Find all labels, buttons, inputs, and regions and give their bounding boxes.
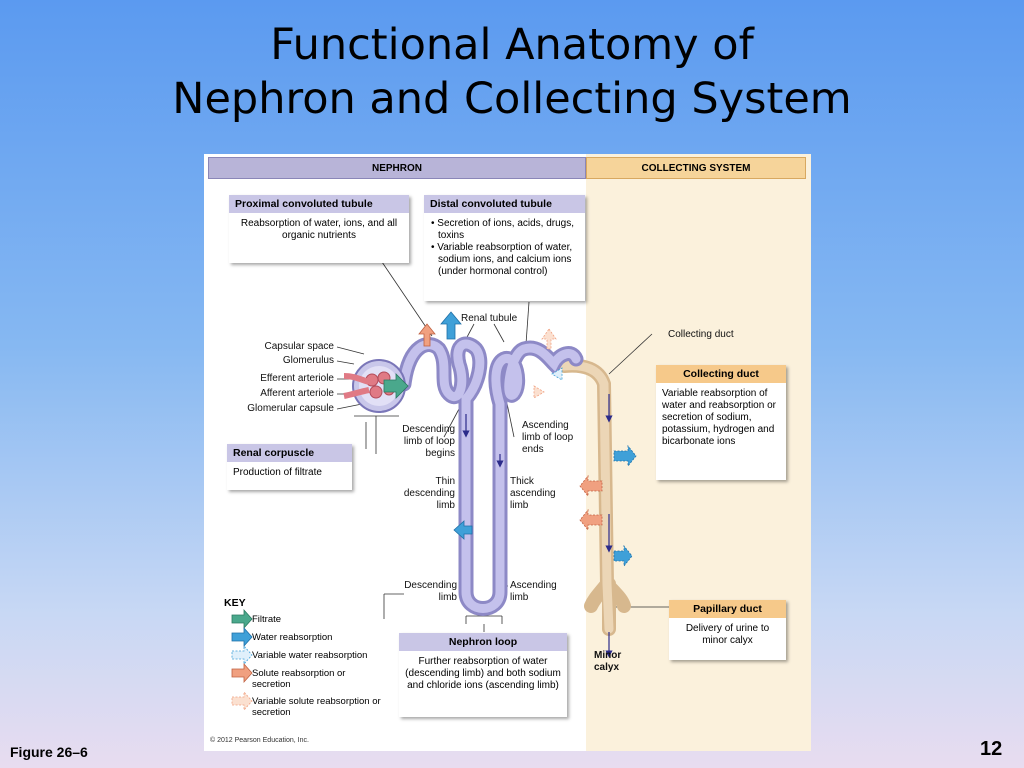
- nephron-loop-box: Nephron loop Further reabsorption of wat…: [399, 633, 567, 717]
- key-icons: [231, 608, 253, 712]
- nephron-loop-title: Nephron loop: [399, 633, 567, 651]
- copyright: © 2012 Pearson Education, Inc.: [210, 737, 309, 744]
- label-descending-limb: Descending limb: [404, 580, 457, 603]
- nephron-figure: NEPHRON COLLECTING SYSTEM: [204, 154, 811, 751]
- key-item-variable-solute: Variable solute reabsorption or secretio…: [252, 696, 381, 718]
- nephron-header: NEPHRON: [208, 157, 586, 179]
- label-afferent-arteriole: Afferent arteriole: [260, 388, 334, 399]
- label-descending-limb-begins: Descending limb of loop begins: [402, 424, 455, 459]
- pct-title: Proximal convoluted tubule: [229, 195, 409, 213]
- page-number: 12: [980, 738, 1003, 760]
- renal-corpuscle-box: Renal corpuscle Production of filtrate: [227, 444, 352, 490]
- dct-bullet-1: Secretion of ions, acids, drugs, toxins: [437, 218, 579, 242]
- label-renal-tubule: Renal tubule: [461, 313, 518, 324]
- label-ascending-limb-ends: Ascending limb of loop ends: [522, 420, 574, 455]
- label-thin-descending: Thin descending limb: [403, 476, 455, 511]
- collecting-duct-body: Variable reabsorption of water and reabs…: [662, 388, 776, 447]
- nephron-header-text: NEPHRON: [371, 162, 422, 174]
- label-minor-calyx: Minor calyx: [594, 650, 622, 673]
- label-glomerulus: Glomerulus: [282, 355, 334, 366]
- key-legend: KEY: [224, 598, 389, 609]
- dct-box: Distal convoluted tubule Secretion of io…: [424, 195, 585, 301]
- renal-corpuscle-title: Renal corpuscle: [227, 444, 352, 462]
- slide-title: Functional Anatomy of Nephron and Collec…: [0, 18, 1024, 126]
- key-item-solute: Solute reabsorption or secretion: [252, 668, 346, 690]
- collecting-system-header: COLLECTING SYSTEM: [586, 157, 806, 179]
- key-item-filtrate: Filtrate: [252, 614, 282, 625]
- label-capsular-space: Capsular space: [264, 341, 334, 352]
- label-collecting-duct: Collecting duct: [668, 329, 734, 340]
- collecting-duct-title: Collecting duct: [656, 365, 786, 383]
- papillary-duct-body: Delivery of urine to minor calyx: [685, 623, 770, 646]
- papillary-duct-box: Papillary duct Delivery of urine to mino…: [669, 600, 786, 660]
- dct-bullet-2: Variable reabsorption of water, sodium i…: [437, 242, 579, 278]
- label-thick-ascending: Thick ascending limb: [510, 476, 556, 511]
- label-efferent-arteriole: Efferent arteriole: [260, 373, 334, 384]
- pct-box: Proximal convoluted tubule Reabsorption …: [229, 195, 409, 263]
- key-item-water-reabsorption: Water reabsorption: [252, 632, 333, 643]
- nephron-loop-body: Further reabsorption of water (descendin…: [405, 656, 561, 691]
- title-line-2: Nephron and Collecting System: [172, 74, 852, 124]
- renal-corpuscle-body: Production of filtrate: [233, 467, 322, 478]
- key-title: KEY: [224, 597, 246, 609]
- collecting-header-text: COLLECTING SYSTEM: [641, 162, 751, 174]
- pct-body: Reabsorption of water, ions, and all org…: [240, 218, 398, 241]
- label-glomerular-capsule: Glomerular capsule: [247, 403, 334, 414]
- papillary-duct-title: Papillary duct: [669, 600, 786, 618]
- nephron-drawing: [231, 261, 669, 712]
- label-ascending-limb: Ascending limb: [510, 580, 557, 603]
- title-line-1: Functional Anatomy of: [270, 20, 754, 70]
- collecting-duct-box: Collecting duct Variable reabsorption of…: [656, 365, 786, 480]
- dct-title: Distal convoluted tubule: [424, 195, 585, 213]
- key-item-variable-water: Variable water reabsorption: [252, 650, 368, 661]
- figure-caption: Figure 26–6: [10, 744, 88, 760]
